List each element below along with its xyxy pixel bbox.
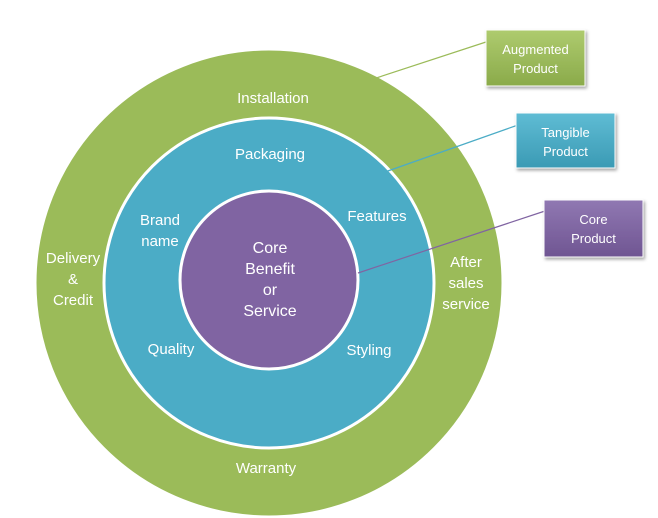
core-line-3: or [263, 282, 278, 299]
packaging-label: Packaging [235, 146, 305, 163]
augmented-callout-line-1: Augmented [502, 42, 569, 57]
sales-label: sales [448, 275, 483, 292]
brand-label: Brand [140, 212, 180, 229]
quality-label: Quality [148, 341, 195, 358]
service-label: service [442, 296, 490, 313]
augmented-product-callout: Augmented Product [485, 29, 586, 87]
core-callout-line-2: Product [571, 231, 616, 246]
installation-label: Installation [237, 90, 309, 107]
warranty-label: Warranty [236, 460, 297, 477]
tangible-product-callout: Tangible Product [515, 112, 616, 169]
core-line-2: Benefit [245, 261, 295, 278]
augmented-connector-line [369, 41, 487, 81]
core-product-callout: Core Product [543, 199, 644, 258]
tangible-callout-line-2: Product [543, 144, 588, 159]
core-callout-line-1: Core [579, 212, 607, 227]
features-label: Features [347, 208, 406, 225]
credit-label: Credit [53, 292, 94, 309]
tangible-connector-line [384, 124, 519, 173]
after-label: After [450, 254, 482, 271]
ampersand-label: & [68, 271, 78, 288]
delivery-label: Delivery [46, 250, 101, 267]
augmented-callout-line-2: Product [513, 61, 558, 76]
core-product-circle [178, 189, 360, 371]
core-connector-line [357, 210, 546, 274]
core-line-4: Service [243, 303, 296, 320]
tangible-callout-line-1: Tangible [541, 125, 589, 140]
name-label: name [141, 233, 179, 250]
core-line-1: Core [253, 240, 288, 257]
styling-label: Styling [346, 342, 391, 359]
